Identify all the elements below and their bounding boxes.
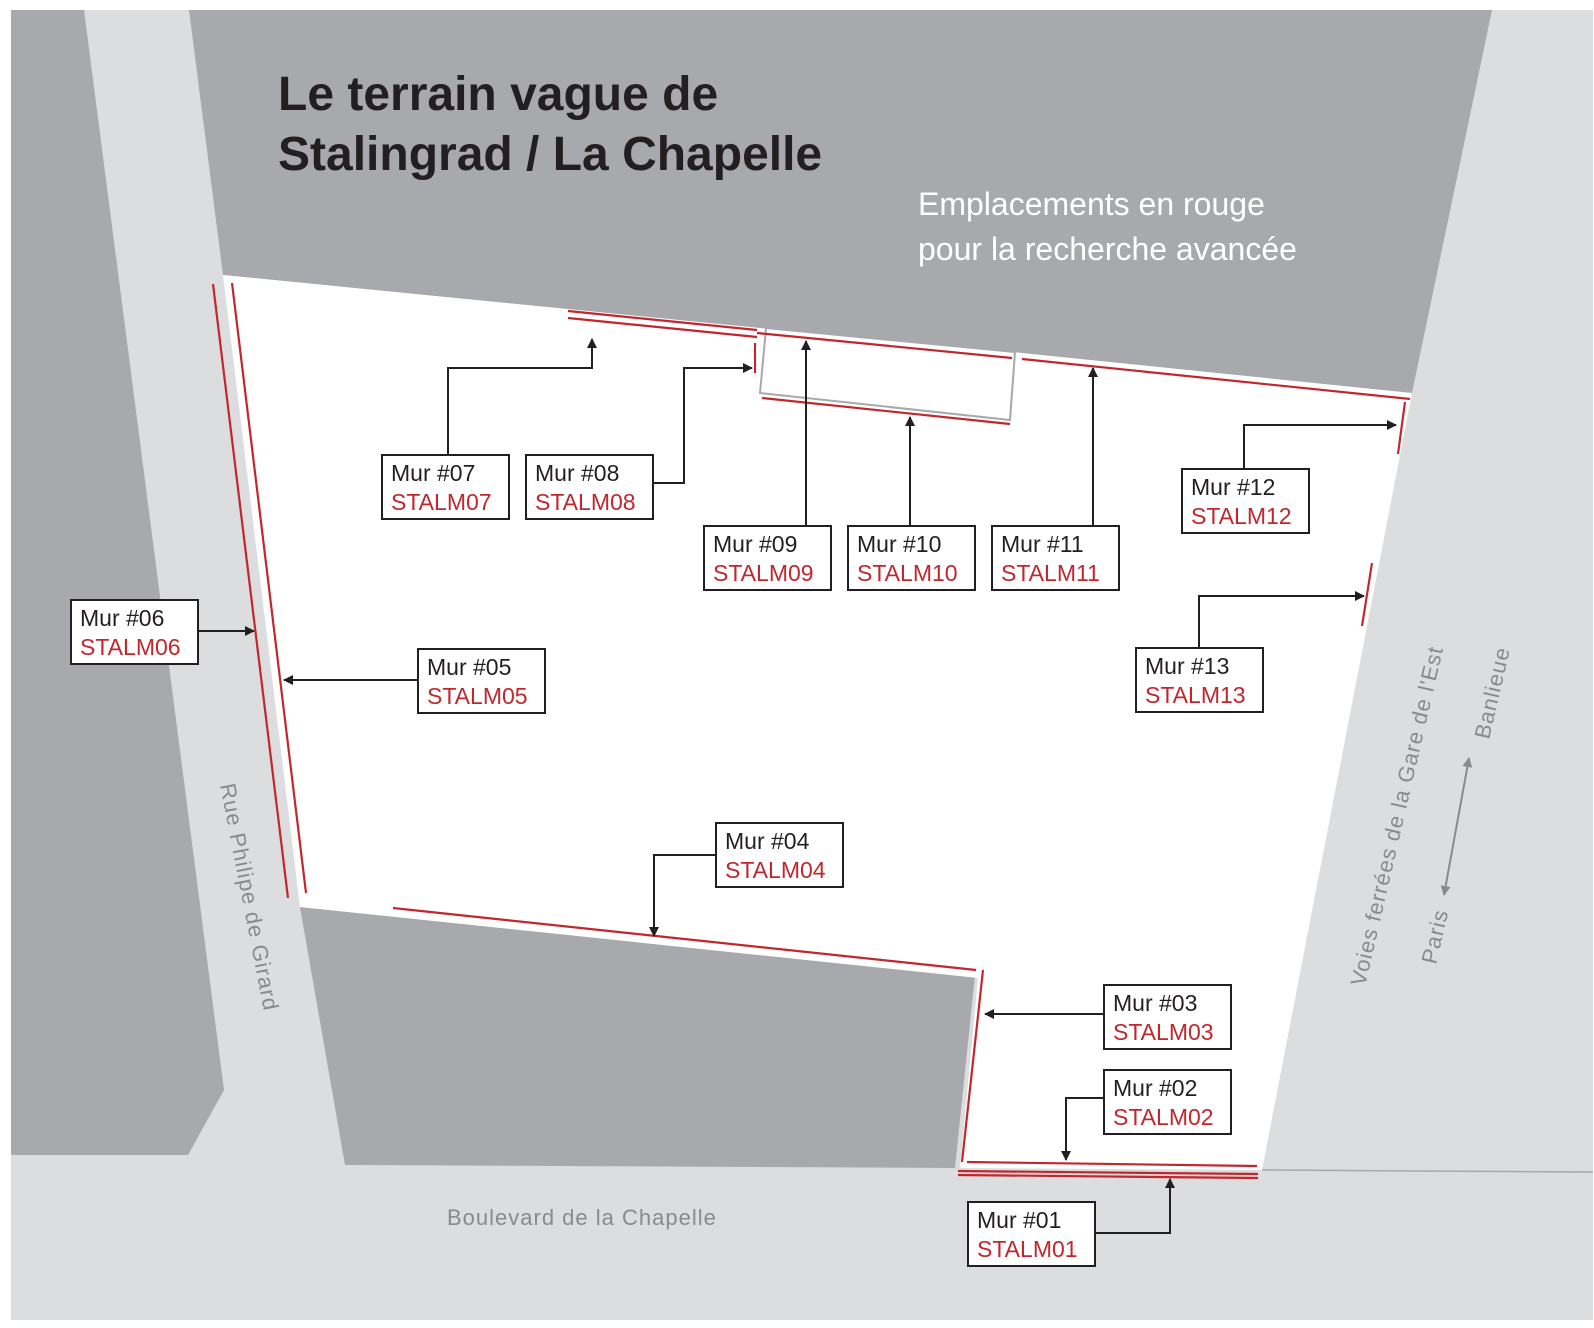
label-mur-02-code: STALM02 bbox=[1113, 1104, 1214, 1130]
block-bottom-left bbox=[300, 907, 975, 1168]
label-mur-03[interactable]: Mur #03 STALM03 bbox=[1103, 984, 1232, 1050]
direction-arrow bbox=[1440, 757, 1473, 896]
label-mur-09[interactable]: Mur #09 STALM09 bbox=[703, 525, 832, 591]
leader-02 bbox=[1061, 1097, 1104, 1161]
street-boulevard-chapelle: Boulevard de la Chapelle bbox=[447, 1205, 717, 1230]
wall-line-07 bbox=[567, 309, 758, 332]
label-mur-08-name: Mur #08 bbox=[535, 460, 619, 486]
label-mur-05-name: Mur #05 bbox=[427, 654, 511, 680]
leader-13 bbox=[1198, 591, 1365, 648]
label-mur-08-code: STALM08 bbox=[535, 489, 636, 515]
label-mur-10[interactable]: Mur #10 STALM10 bbox=[847, 525, 976, 591]
leader-08 bbox=[652, 363, 753, 484]
wall-line-03 bbox=[960, 969, 985, 1163]
label-mur-06-name: Mur #06 bbox=[80, 605, 164, 631]
leader-01 bbox=[1095, 1178, 1175, 1234]
label-mur-07[interactable]: Mur #07 STALM07 bbox=[381, 454, 510, 520]
label-mur-04-name: Mur #04 bbox=[725, 828, 810, 854]
wall-line-13 bbox=[1360, 562, 1374, 627]
terrain-vague bbox=[223, 275, 1412, 1170]
label-mur-10-code: STALM10 bbox=[857, 560, 958, 586]
wall-line-06 bbox=[211, 283, 290, 899]
leader-12 bbox=[1243, 420, 1397, 469]
label-mur-13[interactable]: Mur #13 STALM13 bbox=[1135, 647, 1264, 713]
label-mur-08[interactable]: Mur #08 STALM08 bbox=[525, 454, 654, 520]
label-mur-11-code: STALM11 bbox=[1001, 560, 1100, 586]
label-mur-06-code: STALM06 bbox=[80, 634, 181, 660]
label-mur-01-code: STALM01 bbox=[977, 1236, 1078, 1262]
wall-line-07b bbox=[567, 316, 758, 339]
label-mur-09-name: Mur #09 bbox=[713, 531, 797, 557]
wall-line-10 bbox=[761, 396, 1011, 426]
block-top bbox=[189, 10, 1492, 393]
leader-07 bbox=[447, 338, 597, 455]
wall-line-01 bbox=[957, 1173, 1259, 1180]
map-title-line2: Stalingrad / La Chapelle bbox=[278, 128, 822, 181]
label-mur-05-code: STALM05 bbox=[427, 683, 528, 709]
wall-line-02 bbox=[966, 1160, 1258, 1168]
wall-labels: Mur #01 STALM01 Mur #02 STALM02 Mur #03 … bbox=[70, 454, 1310, 1267]
label-mur-04[interactable]: Mur #04 STALM04 bbox=[715, 822, 844, 888]
label-mur-11[interactable]: Mur #11 STALM11 bbox=[991, 525, 1120, 591]
wall-lines bbox=[211, 282, 1411, 1180]
label-mur-09-code: STALM09 bbox=[713, 560, 814, 586]
wall-line-01b bbox=[957, 1169, 1259, 1176]
label-mur-13-code: STALM13 bbox=[1145, 682, 1246, 708]
label-mur-11-name: Mur #11 bbox=[1001, 531, 1084, 557]
leader-lines bbox=[198, 338, 1397, 1234]
label-mur-12[interactable]: Mur #12 STALM12 bbox=[1181, 468, 1310, 534]
label-mur-01-name: Mur #01 bbox=[977, 1207, 1061, 1233]
label-mur-07-code: STALM07 bbox=[391, 489, 492, 515]
leader-04 bbox=[649, 854, 716, 937]
label-mur-05[interactable]: Mur #05 STALM05 bbox=[417, 648, 546, 714]
block-left bbox=[11, 10, 224, 1155]
label-mur-12-name: Mur #12 bbox=[1191, 474, 1275, 500]
wall-line-12 bbox=[1396, 401, 1407, 455]
wall-line-09 bbox=[756, 331, 1013, 360]
wall-line-11 bbox=[1021, 357, 1411, 401]
label-mur-03-name: Mur #03 bbox=[1113, 990, 1197, 1016]
wall-line-05 bbox=[230, 282, 308, 894]
label-mur-02-name: Mur #02 bbox=[1113, 1075, 1197, 1101]
wall-line-04 bbox=[392, 906, 977, 972]
road-divider bbox=[1261, 1169, 1594, 1173]
label-mur-13-name: Mur #13 bbox=[1145, 653, 1229, 679]
inner-structure bbox=[758, 326, 1017, 422]
map-subtitle-line1: Emplacements en rouge bbox=[918, 186, 1265, 222]
label-mur-06[interactable]: Mur #06 STALM06 bbox=[70, 599, 199, 665]
label-mur-04-code: STALM04 bbox=[725, 857, 826, 883]
map-subtitle-line2: pour la recherche avancée bbox=[918, 231, 1297, 267]
map-title-line1: Le terrain vague de bbox=[278, 68, 718, 121]
label-mur-12-code: STALM12 bbox=[1191, 503, 1292, 529]
label-mur-10-name: Mur #10 bbox=[857, 531, 941, 557]
label-mur-02[interactable]: Mur #02 STALM02 bbox=[1103, 1069, 1232, 1135]
label-mur-03-code: STALM03 bbox=[1113, 1019, 1214, 1045]
label-mur-07-name: Mur #07 bbox=[391, 460, 475, 486]
label-mur-01[interactable]: Mur #01 STALM01 bbox=[967, 1201, 1096, 1267]
